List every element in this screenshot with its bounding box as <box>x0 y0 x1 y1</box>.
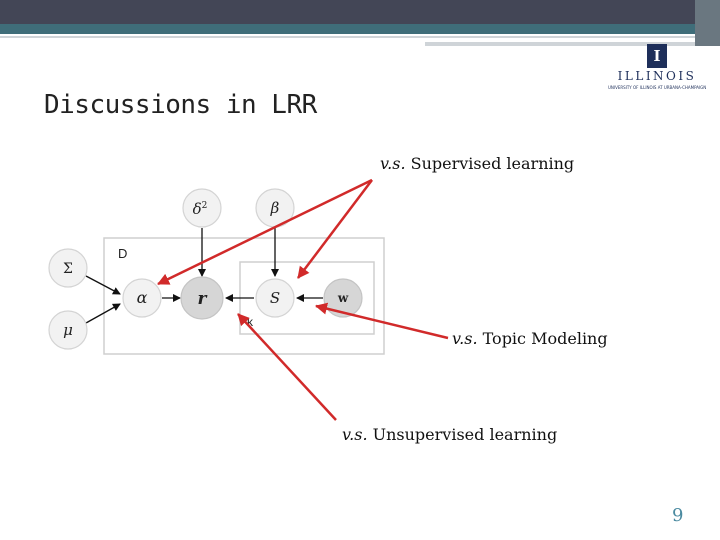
annotation-supervised: v.s. Supervised learning <box>380 154 575 173</box>
plate-d <box>103 237 385 355</box>
node-sigma-label: Σ <box>63 261 73 277</box>
plate-d-label: D <box>118 246 127 261</box>
node-w-label: w <box>337 291 349 305</box>
annotation-topic-modeling: v.s. Topic Modeling <box>452 329 608 348</box>
slide-title: Discussions in LRR <box>44 90 317 120</box>
slide-header-bar <box>0 0 720 24</box>
node-beta-label: β <box>270 199 280 217</box>
arrow-unsupervised-to-r <box>237 313 337 421</box>
node-r-label: r <box>198 289 208 309</box>
arrow-supervised-to-s <box>297 179 373 279</box>
node-s <box>255 278 295 318</box>
plate-k-label: k <box>247 315 254 329</box>
edge-sigma-alpha <box>85 275 121 295</box>
edge-mu-alpha <box>85 303 121 324</box>
logo-subtitle: UNIVERSITY OF ILLINOIS AT URBANA-CHAMPAI… <box>608 85 707 90</box>
node-delta-label: δ2 <box>193 200 208 218</box>
node-w <box>323 278 363 318</box>
node-mu-label: μ <box>63 321 73 339</box>
node-delta-superscript: 2 <box>202 201 208 211</box>
illinois-logo: I ILLINOIS UNIVERSITY OF ILLINOIS AT URB… <box>608 44 706 94</box>
arrow-supervised-to-alpha <box>157 178 373 286</box>
node-r <box>180 276 224 320</box>
page-number: 9 <box>672 505 684 526</box>
model-edges <box>85 228 323 324</box>
header-decoration-line <box>0 36 720 38</box>
annotation-unsupervised: v.s. Unsupervised learning <box>342 425 558 444</box>
header-decoration-stripe <box>425 42 720 46</box>
node-sigma <box>48 248 88 288</box>
header-corner-block <box>695 0 720 46</box>
arrow-topic-to-w <box>315 302 449 340</box>
annotation-arrows <box>157 178 449 421</box>
node-alpha <box>122 278 162 318</box>
node-s-label: S <box>270 289 280 307</box>
node-alpha-label: α <box>137 288 148 307</box>
node-delta <box>182 188 222 228</box>
node-mu <box>48 310 88 350</box>
logo-wordmark: ILLINOIS <box>617 69 697 83</box>
slide-header-band <box>0 24 720 34</box>
block-i-icon: I <box>647 44 667 68</box>
